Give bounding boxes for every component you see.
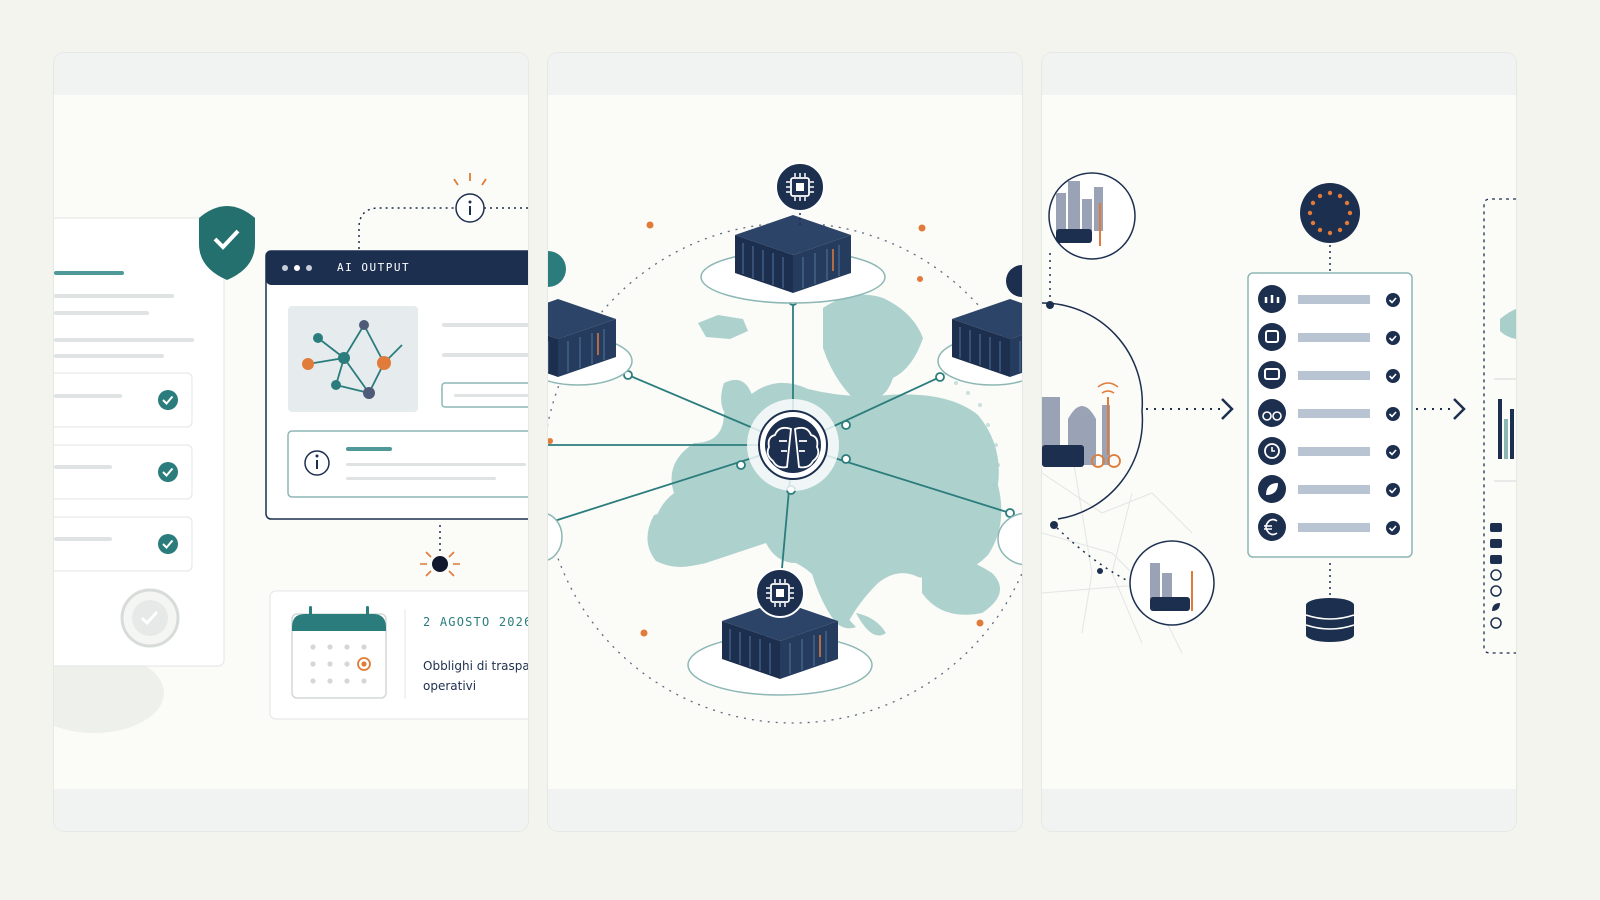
panel-top-band xyxy=(548,53,1022,95)
panel-bottom-band xyxy=(548,789,1022,831)
panel-compliance: AI OUTPUT 2 AGOSTO 2026 Obblighi di tras… xyxy=(54,53,528,831)
panel-bottom-band xyxy=(1042,789,1516,831)
europe-network-illustration xyxy=(548,162,1022,724)
data-rows xyxy=(1258,285,1400,541)
calendar-text-line2: operativi xyxy=(423,679,477,693)
panel-bottom-band xyxy=(54,789,528,831)
mobility-illustration xyxy=(1042,172,1516,654)
panel-top-band xyxy=(54,53,528,95)
panel-europe-network xyxy=(548,53,1022,831)
calendar-text-line1: Obblighi di traspa xyxy=(423,659,528,673)
calendar-date: 2 AGOSTO 2026 xyxy=(423,615,528,629)
panel-top-band xyxy=(1042,53,1516,95)
panel-mobility-data xyxy=(1042,53,1516,831)
ai-output-title: AI OUTPUT xyxy=(337,261,411,274)
compliance-illustration xyxy=(54,173,528,733)
